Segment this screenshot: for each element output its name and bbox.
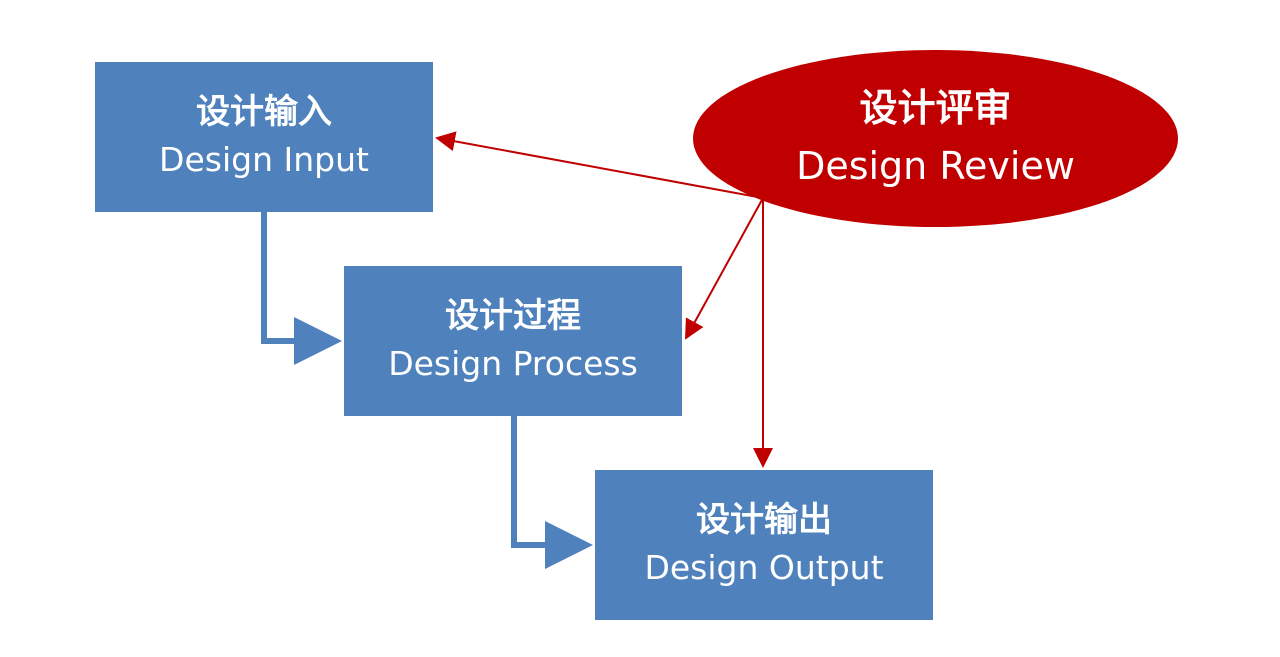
flow-arrow-process-to-output [511, 416, 593, 569]
node-design-input-en: Design Input [159, 139, 369, 179]
node-design-input-zh: 设计输入 [196, 92, 332, 133]
node-design-review: 设计评审 Design Review [693, 50, 1178, 227]
review-arrow-to-input [435, 131, 764, 199]
node-design-review-en: Design Review [796, 143, 1075, 188]
node-design-process-en: Design Process [388, 343, 638, 383]
node-design-output-en: Design Output [644, 547, 884, 587]
review-arrow-to-process [685, 197, 764, 340]
node-design-output-zh: 设计输出 [696, 500, 832, 541]
flow-arrow-input-to-process [261, 212, 342, 365]
node-design-input: 设计输入 Design Input [95, 62, 433, 212]
node-design-output: 设计输出 Design Output [595, 470, 933, 620]
node-design-process: 设计过程 Design Process [344, 266, 682, 416]
node-design-process-zh: 设计过程 [445, 296, 581, 337]
node-design-review-zh: 设计评审 [859, 86, 1012, 130]
